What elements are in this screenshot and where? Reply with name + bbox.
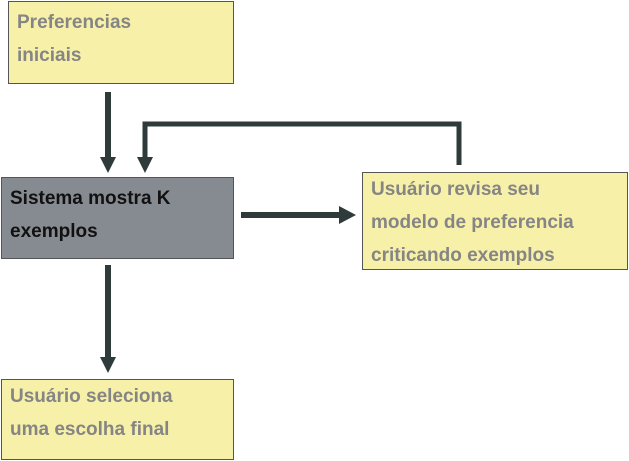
node-system-shows: Sistema mostra K exemplos [1, 177, 234, 259]
node-label-line: Preferencias [17, 12, 132, 33]
edge-system-to-revise [241, 206, 356, 224]
edge-revise-to-system [137, 121, 462, 173]
arrowhead-down-icon [137, 157, 153, 173]
arrowhead-down-icon [100, 157, 116, 173]
arrowhead-down-icon [100, 357, 116, 373]
node-user-revises: Usuário revisa seu modelo de preferencia… [362, 172, 628, 270]
node-label-line: Sistema mostra K [10, 188, 171, 209]
node-label-line: criticando exemplos [371, 245, 555, 266]
edge-system-to-select [100, 265, 116, 373]
node-label-line: iniciais [17, 45, 82, 66]
node-user-selects: Usuário seleciona uma escolha final [1, 379, 234, 460]
node-label-line: Usuário revisa seu [371, 179, 540, 200]
edge-initial-to-system [100, 92, 116, 173]
node-initial-preferences: Preferencias iniciais [8, 1, 234, 84]
node-label-line: Usuário seleciona [10, 386, 173, 407]
node-label-line: exemplos [10, 221, 98, 242]
arrowhead-right-icon [339, 206, 356, 224]
node-label-line: modelo de preferencia [371, 212, 574, 233]
node-label-line: uma escolha final [10, 419, 170, 440]
